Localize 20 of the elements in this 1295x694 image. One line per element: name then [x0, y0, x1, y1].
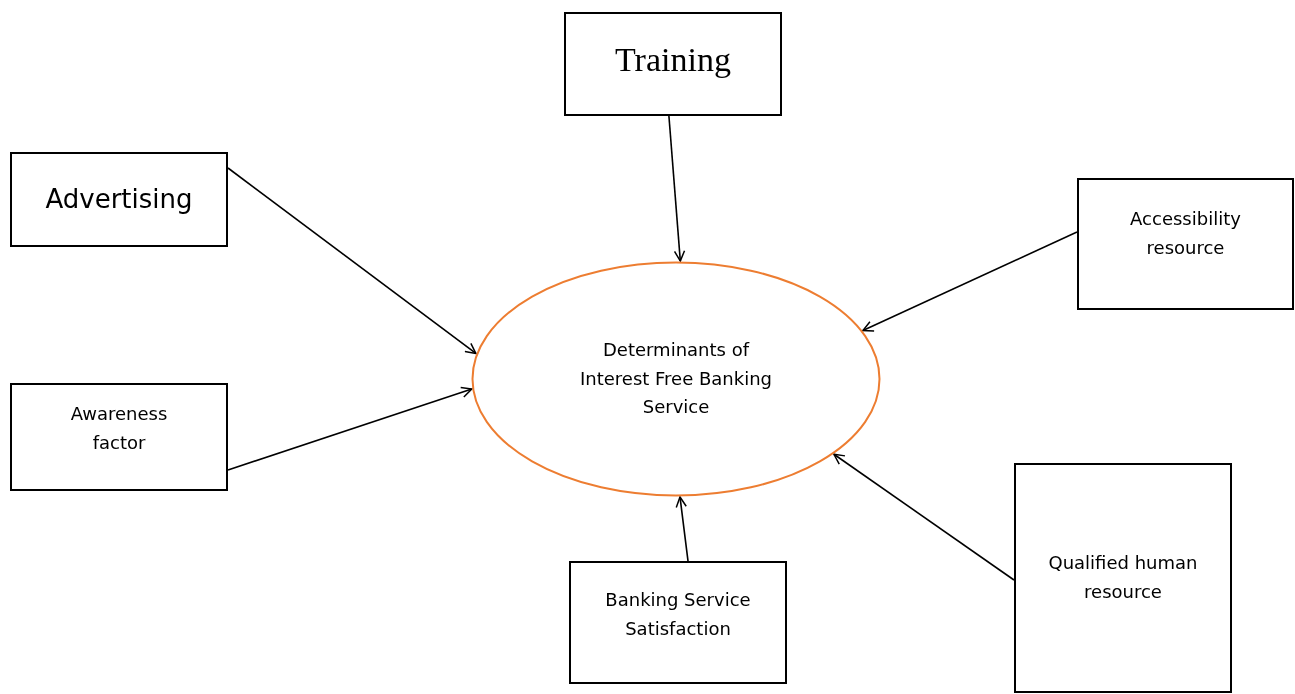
- node-label: Determinants of Interest Free Banking Service: [578, 337, 774, 420]
- node-label: Advertising: [45, 182, 193, 216]
- box-node: [564, 12, 782, 116]
- box-node: [10, 152, 228, 247]
- node-label: Qualified human resource: [1047, 551, 1199, 604]
- arrow: [833, 453, 1015, 581]
- node-label: Awareness factor: [69, 402, 169, 455]
- node-label: Training: [615, 39, 731, 80]
- arrow: [668, 115, 686, 262]
- arrow: [862, 231, 1078, 332]
- box-node: [1077, 178, 1294, 310]
- box-node: [1014, 463, 1232, 693]
- box-node: [569, 561, 787, 684]
- box-node: [10, 383, 228, 491]
- node-label: Banking Service Satisfaction: [604, 587, 752, 641]
- arrow: [675, 496, 689, 562]
- arrow: [227, 167, 477, 355]
- ellipse-node: [471, 261, 881, 497]
- node-label: Accessibility resource: [1129, 207, 1242, 260]
- arrow: [227, 386, 473, 471]
